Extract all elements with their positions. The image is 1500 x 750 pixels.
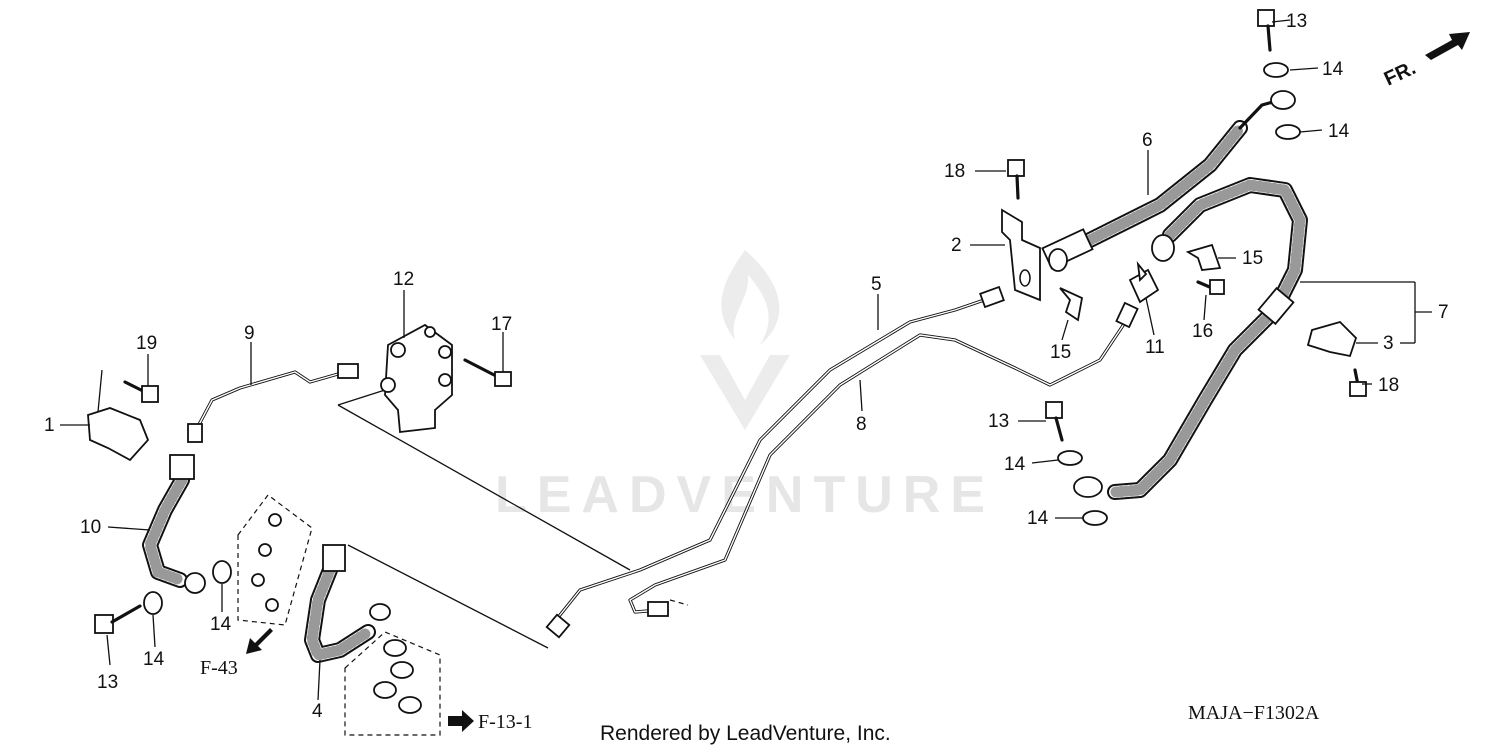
- brake-pipe-9[interactable]: [187, 363, 359, 443]
- callout-18: 18: [944, 161, 965, 182]
- credit-text: Rendered by LeadVenture, Inc.: [600, 722, 891, 745]
- banjo-fitting: [1073, 476, 1103, 498]
- pipe-fitting: [647, 601, 669, 617]
- washer-14[interactable]: [143, 62, 1301, 615]
- bolt-18-top[interactable]: [1007, 159, 1025, 200]
- proportioning-valve-12[interactable]: [380, 323, 453, 433]
- front-indicator: FR.: [1381, 32, 1470, 91]
- callout-6: 6: [1142, 130, 1153, 151]
- bolt-13-top[interactable]: [1257, 9, 1275, 52]
- callout-13: 13: [988, 411, 1009, 432]
- guide-line: [337, 389, 386, 406]
- banjo-fitting: [184, 572, 206, 594]
- pipe-fitting: [979, 285, 1005, 309]
- clip-15-left[interactable]: [1059, 287, 1084, 322]
- callout-19: 19: [136, 333, 157, 354]
- callout-15: 15: [1050, 342, 1071, 363]
- callout-13: 13: [97, 672, 118, 693]
- callout-8: 8: [856, 414, 867, 435]
- banjo-fitting: [369, 603, 391, 621]
- callout-2: 2: [951, 235, 962, 256]
- pipe-fitting: [545, 613, 571, 639]
- guide-line: [337, 404, 631, 571]
- diagram-code: MAJA−F1302A: [1188, 702, 1320, 724]
- ref-f43-label: F-43: [200, 657, 238, 679]
- detail-box-left: [237, 494, 313, 626]
- ref-f131[interactable]: F-13-1: [448, 710, 532, 733]
- hose-end-fitting: [322, 544, 346, 572]
- clamp-1[interactable]: [87, 407, 150, 462]
- hose-end-fitting: [169, 454, 195, 480]
- pipe-fitting: [337, 363, 359, 379]
- callout-5: 5: [871, 274, 882, 295]
- brake-hose-4[interactable]: [304, 544, 391, 663]
- bolt-13-mid[interactable]: [1045, 401, 1064, 442]
- arrow-right-icon: [448, 710, 474, 732]
- bolt-19[interactable]: [123, 380, 159, 403]
- bolt-13-bottom[interactable]: [94, 604, 142, 634]
- detail-box-right: [344, 631, 441, 736]
- bolt-17[interactable]: [463, 358, 512, 387]
- callout-labels: 13 14 14 6 18 2 15 5 7 12 16 15 11 3 9 1…: [44, 11, 1449, 722]
- watermark-text: LEADVENTURE: [495, 466, 995, 524]
- callout-14: 14: [1004, 454, 1026, 475]
- bracket-2[interactable]: [1001, 208, 1041, 302]
- callout-1: 1: [44, 415, 55, 436]
- clip-15-right[interactable]: [1185, 243, 1222, 271]
- leader-lines: [60, 19, 1432, 701]
- callout-14: 14: [143, 649, 165, 670]
- bracket-11[interactable]: [1128, 260, 1160, 304]
- brake-hose-10[interactable]: [142, 454, 206, 594]
- pipe-fitting: [1115, 301, 1139, 329]
- callout-14: 14: [1328, 121, 1350, 142]
- callout-3: 3: [1383, 333, 1394, 354]
- front-label: FR.: [1381, 57, 1419, 91]
- ref-f131-label: F-13-1: [478, 711, 532, 733]
- ref-f43[interactable]: F-43: [200, 628, 273, 679]
- brake-hose-6[interactable]: [1041, 90, 1296, 272]
- hose-end-fitting: [1048, 248, 1068, 272]
- callout-14: 14: [210, 614, 232, 635]
- callout-15: 15: [1242, 248, 1263, 269]
- bolt-18-right[interactable]: [1349, 368, 1367, 397]
- callout-9: 9: [244, 323, 255, 344]
- guide-line: [347, 544, 549, 649]
- hose-joint: [1257, 286, 1295, 326]
- callout-11: 11: [1145, 337, 1165, 358]
- callout-18: 18: [1378, 375, 1399, 396]
- callout-4: 4: [312, 701, 323, 722]
- bolt-16[interactable]: [1196, 279, 1225, 295]
- watermark: LEADVENTURE: [495, 250, 995, 524]
- brake-hose-7[interactable]: [1073, 177, 1308, 500]
- callout-16: 16: [1192, 321, 1213, 342]
- banjo-fitting: [1270, 90, 1296, 110]
- brake-pipe-5[interactable]: [545, 285, 1005, 639]
- callout-17: 17: [491, 314, 512, 335]
- callout-12: 12: [393, 269, 414, 290]
- callout-13: 13: [1286, 11, 1307, 32]
- clamp-3[interactable]: [1306, 320, 1358, 358]
- callout-14: 14: [1322, 59, 1344, 80]
- arrow-down-left-icon: [246, 628, 273, 654]
- callout-14: 14: [1027, 508, 1049, 529]
- hose-end-fitting: [1151, 234, 1175, 262]
- arrow-up-right-icon: [1425, 32, 1470, 60]
- callout-7: 7: [1438, 302, 1449, 323]
- callout-10: 10: [80, 517, 101, 538]
- pipe-fitting: [187, 423, 203, 443]
- brake-pipe-8[interactable]: [628, 301, 1139, 617]
